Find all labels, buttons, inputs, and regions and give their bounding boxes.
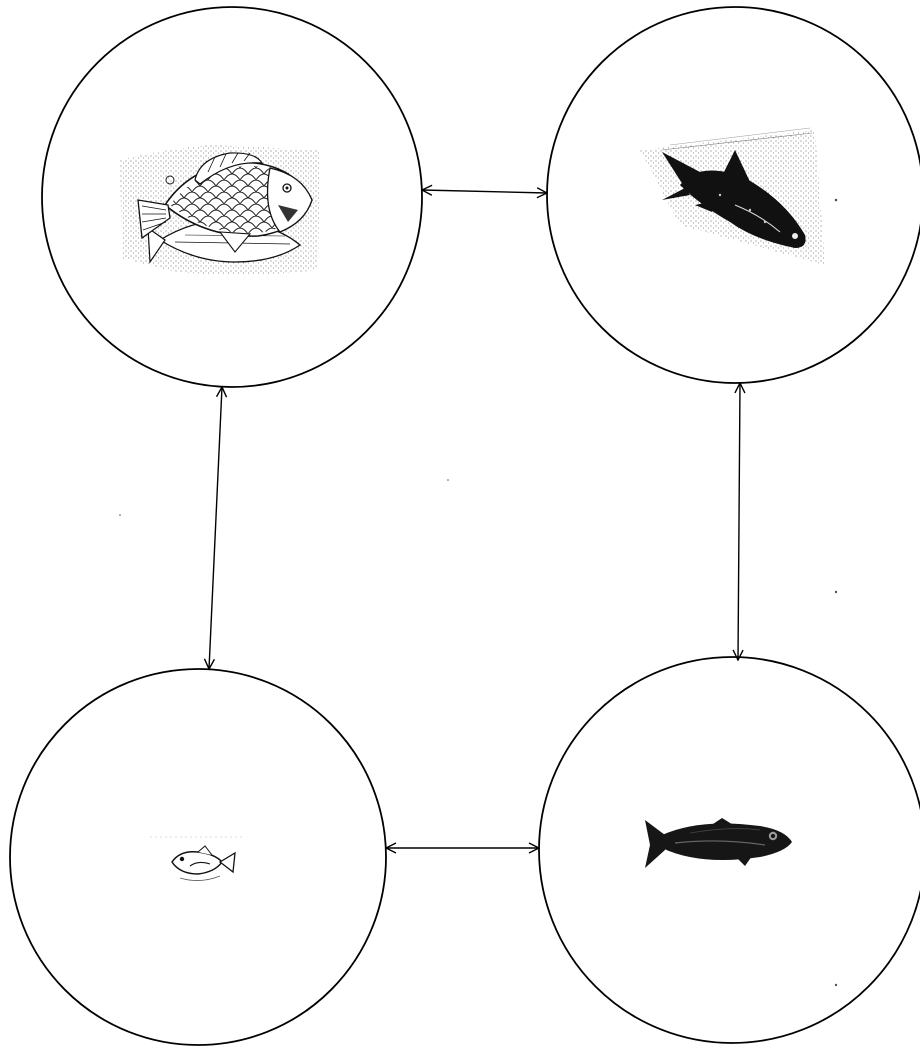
small-fish-sketch-icon	[150, 837, 245, 881]
arrow-top-right-to-bottom-right	[738, 383, 740, 660]
arrow-top-left-to-bottom-left	[209, 387, 222, 669]
dark-minnow-icon	[645, 818, 792, 868]
dark-fish-silhouette-icon	[640, 128, 825, 265]
scaly-fish-drawing-icon	[120, 145, 320, 275]
arrow-top-left-to-top-right	[422, 190, 547, 193]
